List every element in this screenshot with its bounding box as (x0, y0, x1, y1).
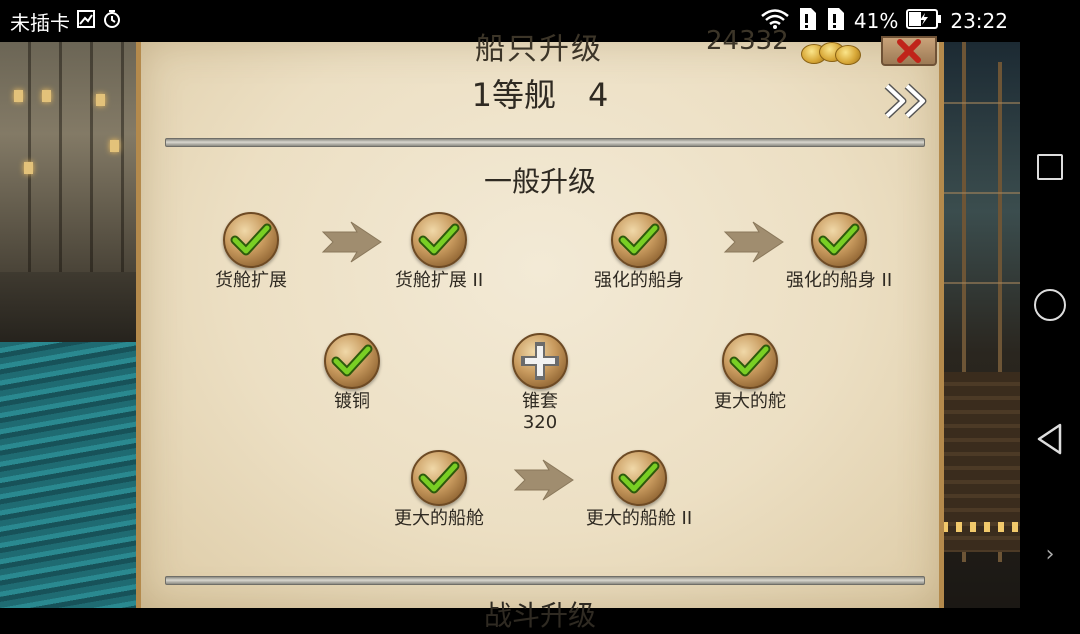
gold-coins-icon (801, 42, 863, 65)
upgrade-cargo-1[interactable]: 货舱扩展 (161, 212, 341, 292)
section-divider (165, 576, 925, 585)
ship-rigging (942, 282, 1020, 284)
lit-window (42, 90, 51, 102)
check-icon (722, 333, 778, 389)
upgrade-label: 强化的船身 II (785, 270, 893, 291)
wifi-icon (760, 8, 790, 35)
recent-apps-button[interactable] (1037, 154, 1063, 180)
chevron-right-icon[interactable]: › (1045, 542, 1055, 567)
upgrade-copper[interactable]: 镀铜 (262, 333, 442, 413)
battery-icon (906, 8, 942, 35)
check-icon (611, 450, 667, 506)
combat-upgrades-title: 战斗升级 (483, 599, 596, 632)
general-upgrades-title: 一般升级 (483, 165, 596, 198)
panel-title: 船只升级 (475, 32, 603, 67)
harbor-buildings (0, 42, 140, 272)
check-icon (411, 212, 467, 268)
ship-upgrade-panel: 船只升级 24332 1等舰 4 一般升级 货舱扩展 货舱扩展 (136, 26, 944, 632)
plus-icon (512, 333, 568, 389)
double-chevron-right-icon (884, 83, 927, 119)
upgrade-label: 锥套 (522, 391, 558, 412)
android-nav-bar: › (1020, 42, 1080, 608)
arrow-right-icon (723, 221, 784, 263)
check-icon (324, 333, 380, 389)
upgrade-hold-2[interactable]: 更大的船舱 II (549, 450, 729, 530)
upgrade-label: 货舱扩展 (215, 270, 287, 291)
lit-window (14, 90, 23, 102)
close-icon (897, 39, 921, 63)
sim-card-icon (76, 9, 96, 34)
status-bar: 未插卡 41% 23:22 (0, 0, 1080, 42)
ship-scene-right (942, 42, 1020, 608)
back-triangle-icon (1037, 423, 1062, 455)
harbor-water (0, 342, 140, 608)
upgrade-hold-1[interactable]: 更大的船舱 (349, 450, 529, 530)
check-icon (223, 212, 279, 268)
check-icon (811, 212, 867, 268)
lit-window (96, 94, 105, 106)
section-divider (165, 138, 925, 147)
lit-window (24, 162, 33, 174)
close-button[interactable] (881, 36, 937, 66)
check-icon (611, 212, 667, 268)
upgrade-hull-2[interactable]: 强化的船身 II (749, 212, 929, 292)
ship-rigging (942, 192, 1020, 194)
upgrade-cargo-2[interactable]: 货舱扩展 II (349, 212, 529, 292)
gold-amount: 24332 (706, 26, 789, 56)
ship-mast (998, 62, 1002, 562)
battery-percent: 41% (853, 9, 899, 33)
lit-window (110, 140, 119, 152)
upgrade-anchor[interactable]: 锥套 320 (450, 333, 630, 433)
carrier-text: 未插卡 (10, 10, 70, 35)
ship-class-label: 1等舰 4 (471, 76, 609, 114)
ship-mast (962, 42, 966, 562)
harbor-dock (0, 272, 140, 342)
back-button[interactable] (1035, 422, 1065, 456)
upgrade-label: 镀铜 (334, 391, 370, 412)
ship-rigging (942, 102, 1020, 104)
upgrade-rudder[interactable]: 更大的舵 (660, 333, 840, 413)
upgrade-hull-1[interactable]: 强化的船身 (549, 212, 729, 292)
alarm-clock-icon (102, 9, 122, 34)
check-icon (411, 450, 467, 506)
upgrade-label: 强化的船身 (594, 270, 684, 291)
upgrade-label: 更大的舵 (714, 391, 786, 412)
upgrade-cost: 320 (522, 412, 558, 433)
no-sim-icon (798, 6, 818, 37)
deck-lights (942, 522, 1020, 532)
next-ship-button[interactable] (881, 80, 933, 122)
arrow-right-icon (321, 221, 382, 263)
home-button[interactable] (1034, 289, 1066, 321)
clock-time: 23:22 (950, 9, 1008, 33)
upgrade-label: 货舱扩展 II (394, 270, 484, 291)
arrow-right-icon (513, 459, 574, 501)
no-sim-icon-2 (826, 6, 846, 37)
harbor-scene-left (0, 42, 140, 608)
upgrade-label: 更大的船舱 II (585, 508, 693, 529)
upgrade-label: 更大的船舱 (394, 508, 484, 529)
